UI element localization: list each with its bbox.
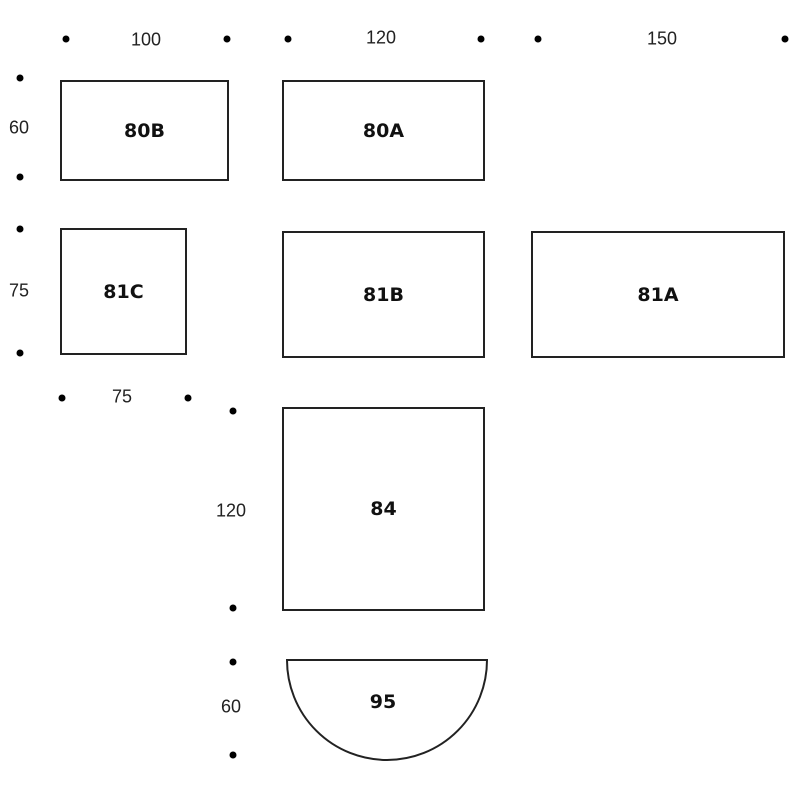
width-label-81a: 150 xyxy=(646,28,678,49)
dim-marker-dot xyxy=(16,225,24,233)
table-81b[interactable]: 81B xyxy=(282,231,485,358)
table-label: 81C xyxy=(103,280,144,303)
height-label-95: 60 xyxy=(220,696,242,717)
dim-marker-dot xyxy=(781,35,789,43)
dim-marker-dot xyxy=(16,349,24,357)
table-label: 84 xyxy=(370,498,397,520)
half-circle-shape xyxy=(285,659,489,761)
table-95[interactable] xyxy=(284,657,490,763)
dim-marker-dot xyxy=(229,604,237,612)
dim-marker-dot xyxy=(229,407,237,415)
table-84[interactable]: 84 xyxy=(282,407,485,611)
table-label: 81A xyxy=(637,283,679,306)
width-label-81c: 75 xyxy=(111,386,133,407)
width-label-80b: 100 xyxy=(130,29,162,50)
dim-marker-dot xyxy=(534,35,542,43)
table-label: 80A xyxy=(362,119,405,142)
table-81c[interactable]: 81C xyxy=(60,228,187,355)
table-label: 80B xyxy=(124,119,165,142)
dim-marker-dot xyxy=(16,173,24,181)
table-80b[interactable]: 80B xyxy=(60,80,229,181)
table-label: 81B xyxy=(363,283,404,306)
dim-marker-dot xyxy=(184,394,192,402)
dim-marker-dot xyxy=(284,35,292,43)
dim-marker-dot xyxy=(58,394,66,402)
dim-marker-dot xyxy=(477,35,485,43)
dim-marker-dot xyxy=(229,751,237,759)
table-80a[interactable]: 80A xyxy=(282,80,485,181)
table-81a[interactable]: 81A xyxy=(531,231,785,358)
width-label-80a: 120 xyxy=(365,27,397,48)
height-label-row81: 75 xyxy=(8,280,30,301)
table-label: 95 xyxy=(369,691,397,713)
dim-marker-dot xyxy=(16,74,24,82)
height-label-84: 120 xyxy=(215,500,247,521)
height-label-row80: 60 xyxy=(8,117,30,138)
dim-marker-dot xyxy=(62,35,70,43)
dim-marker-dot xyxy=(229,658,237,666)
dim-marker-dot xyxy=(223,35,231,43)
